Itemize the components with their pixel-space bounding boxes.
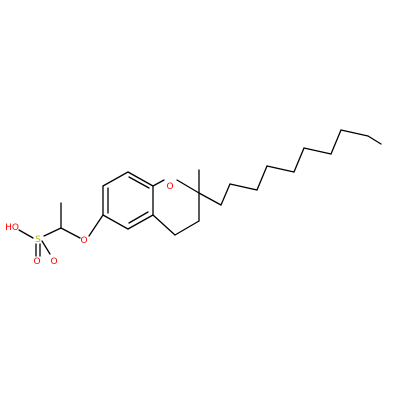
sulfonyl-oxygen-label-2: O bbox=[50, 257, 57, 267]
pyran-ring bbox=[152, 179, 200, 236]
sulfonyl-oxygen-label: O bbox=[33, 257, 40, 267]
alkyl-chains bbox=[198, 129, 382, 206]
hydroxyl-label: HO bbox=[5, 223, 19, 233]
sulfur-label: S bbox=[35, 235, 41, 245]
benzene-ring bbox=[102, 171, 154, 230]
sulfonate-substituent bbox=[18, 202, 104, 257]
ether-oxygen-label: O bbox=[80, 236, 87, 246]
ring-oxygen-label: O bbox=[166, 182, 173, 192]
